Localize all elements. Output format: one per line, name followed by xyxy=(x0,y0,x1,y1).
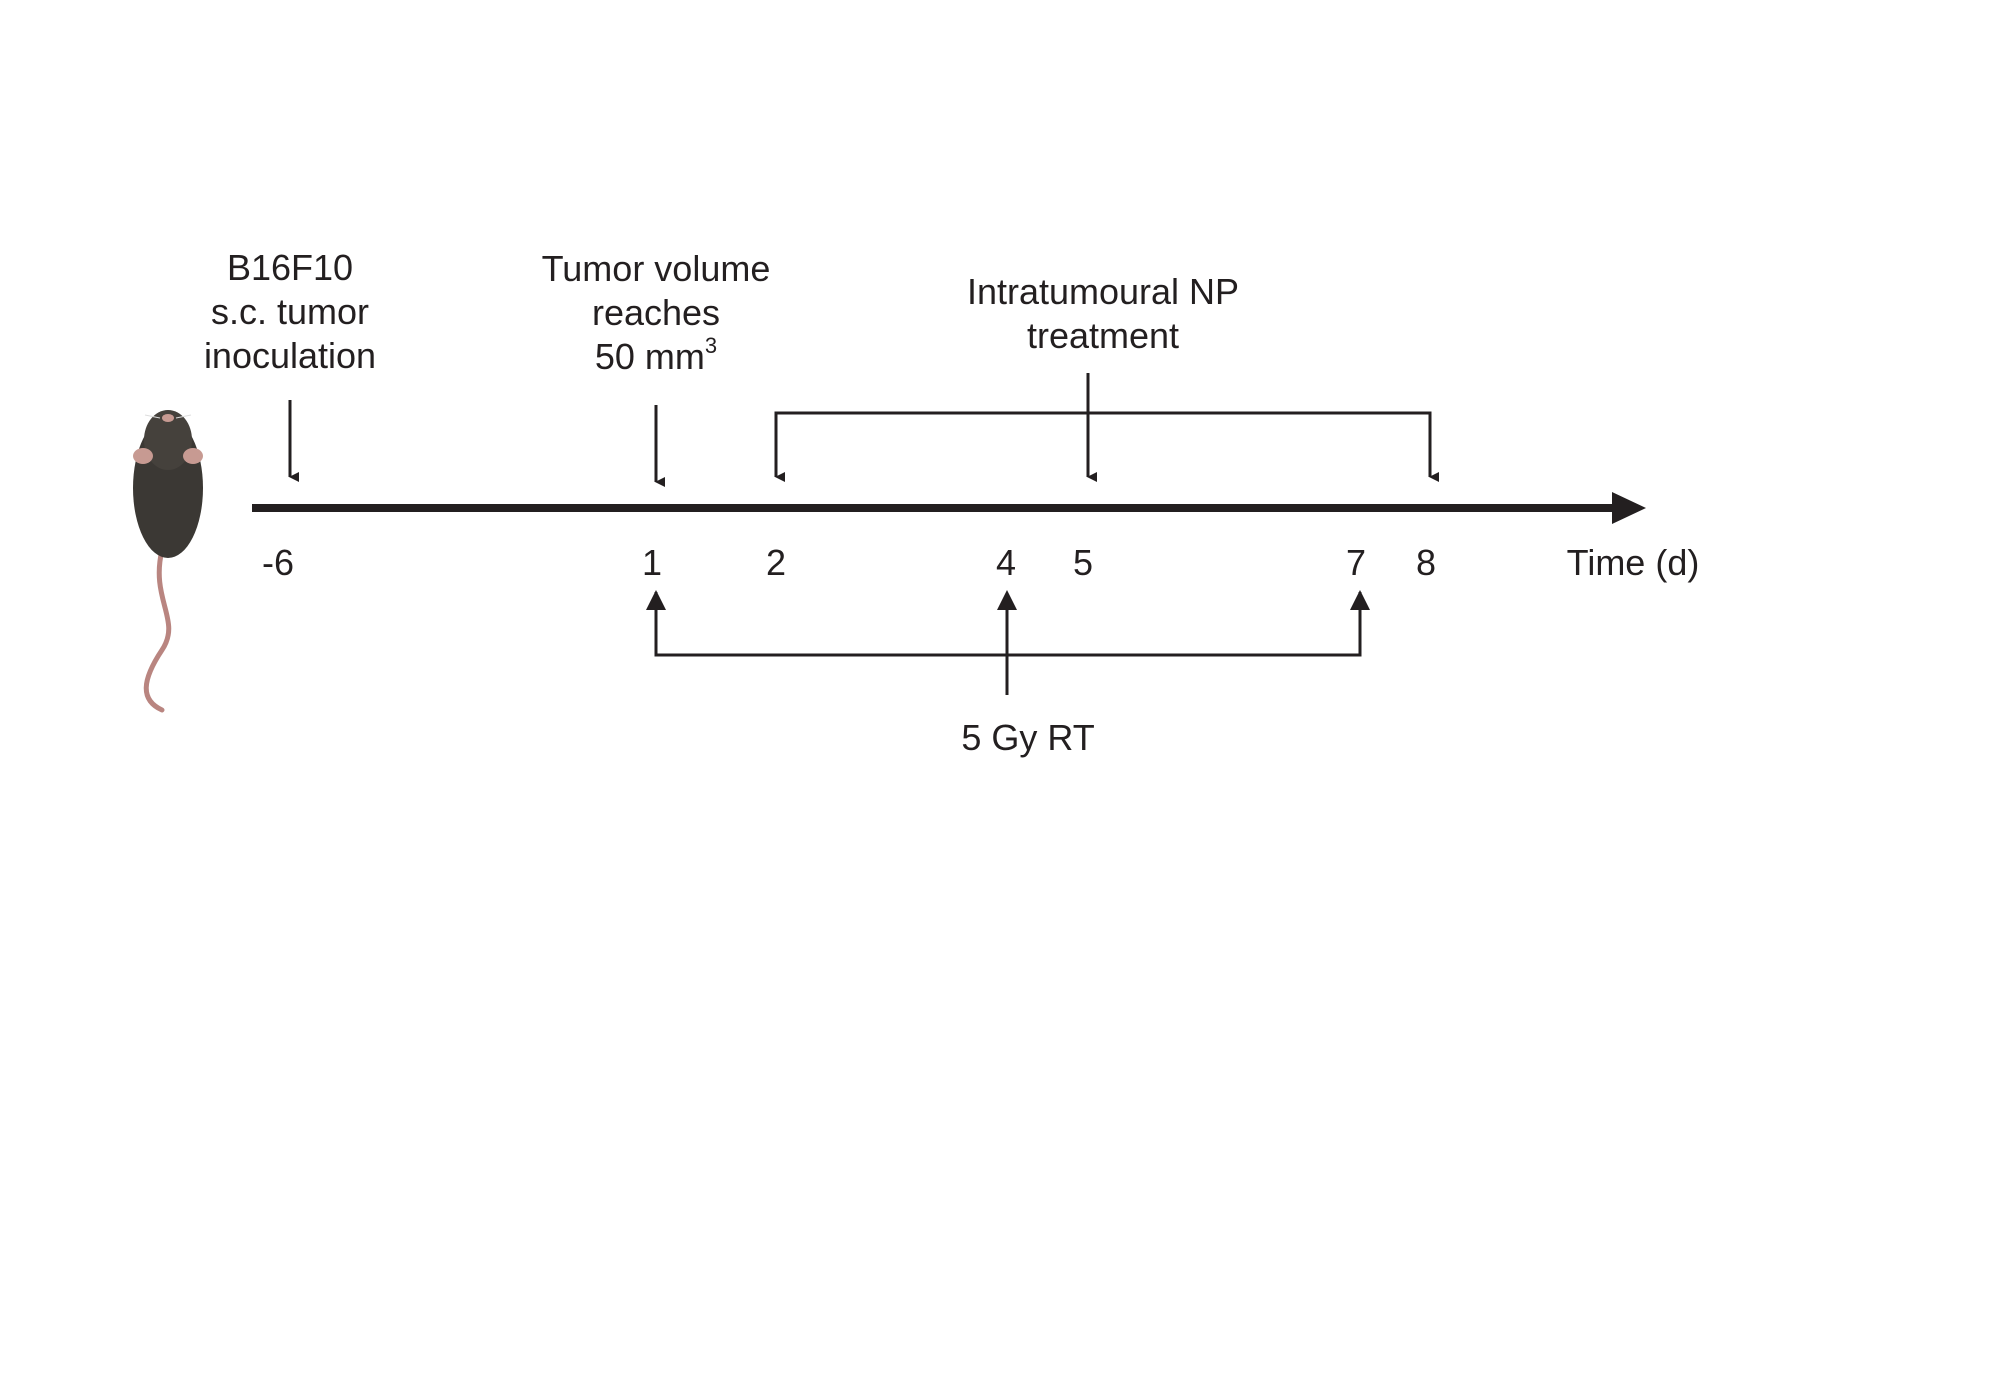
tick-label: -6 xyxy=(261,542,295,583)
tick-label: 2 xyxy=(765,542,787,583)
inoculation-line-3: inoculation xyxy=(203,335,377,376)
mouse-icon xyxy=(133,410,203,713)
volume-line-2: reaches xyxy=(591,292,721,333)
tick-label: 8 xyxy=(1415,542,1437,583)
radiotherapy-bracket xyxy=(646,590,1370,695)
np-treatment-bracket xyxy=(774,373,1439,482)
np-treatment-label: Intratumoural NP treatment xyxy=(967,270,1239,358)
volume-line-1: Tumor volume xyxy=(541,248,771,289)
volume-value: 50 mm xyxy=(594,336,705,377)
np-treatment-line-1: Intratumoural NP xyxy=(966,271,1240,312)
tick-label: 1 xyxy=(641,542,663,583)
inoculation-line-2: s.c. tumor xyxy=(210,291,370,332)
tick-label: 5 xyxy=(1072,542,1094,583)
tick-label: 7 xyxy=(1345,542,1367,583)
volume-label: Tumor volume reaches 50 mm3 xyxy=(542,247,771,379)
inoculation-label: B16F10 s.c. tumor inoculation xyxy=(204,246,376,378)
volume-line-3: 50 mm3 xyxy=(542,335,771,379)
time-axis-arrowhead xyxy=(1612,492,1646,524)
inoculation-line-1: B16F10 xyxy=(226,247,354,288)
np-treatment-line-2: treatment xyxy=(1026,315,1180,356)
tick-label: 4 xyxy=(995,542,1017,583)
radiotherapy-label: 5 Gy RT xyxy=(961,717,1095,758)
volume-exponent: 3 xyxy=(704,333,718,358)
axis-title: Time (d) xyxy=(1566,542,1700,583)
